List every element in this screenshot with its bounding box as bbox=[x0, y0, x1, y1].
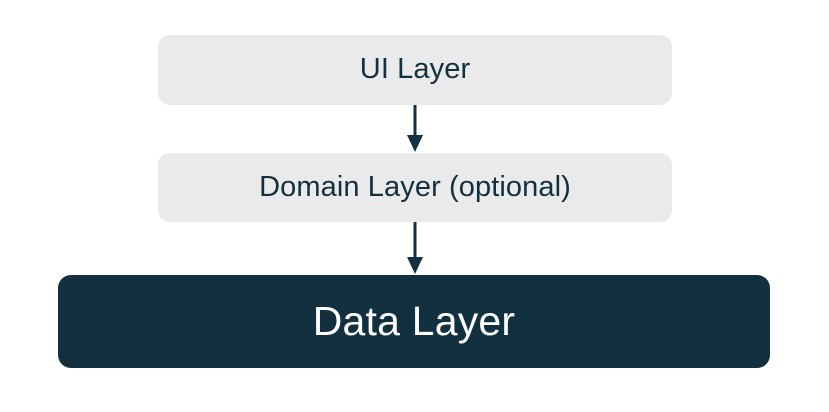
arrow-ui-to-domain-icon bbox=[398, 105, 432, 153]
layer-label-data: Data Layer bbox=[312, 297, 516, 344]
down-arrow-icon bbox=[407, 105, 423, 152]
layer-label-ui: UI Layer bbox=[359, 53, 471, 86]
arrow-domain-to-data-icon bbox=[398, 222, 432, 275]
layer-box-ui[interactable]: UI Layer bbox=[158, 35, 672, 105]
down-arrow-icon bbox=[407, 222, 423, 274]
layer-box-domain[interactable]: Domain Layer (optional) bbox=[158, 153, 672, 222]
layer-label-domain: Domain Layer (optional) bbox=[259, 170, 571, 203]
layer-box-data[interactable]: Data Layer bbox=[58, 275, 770, 368]
